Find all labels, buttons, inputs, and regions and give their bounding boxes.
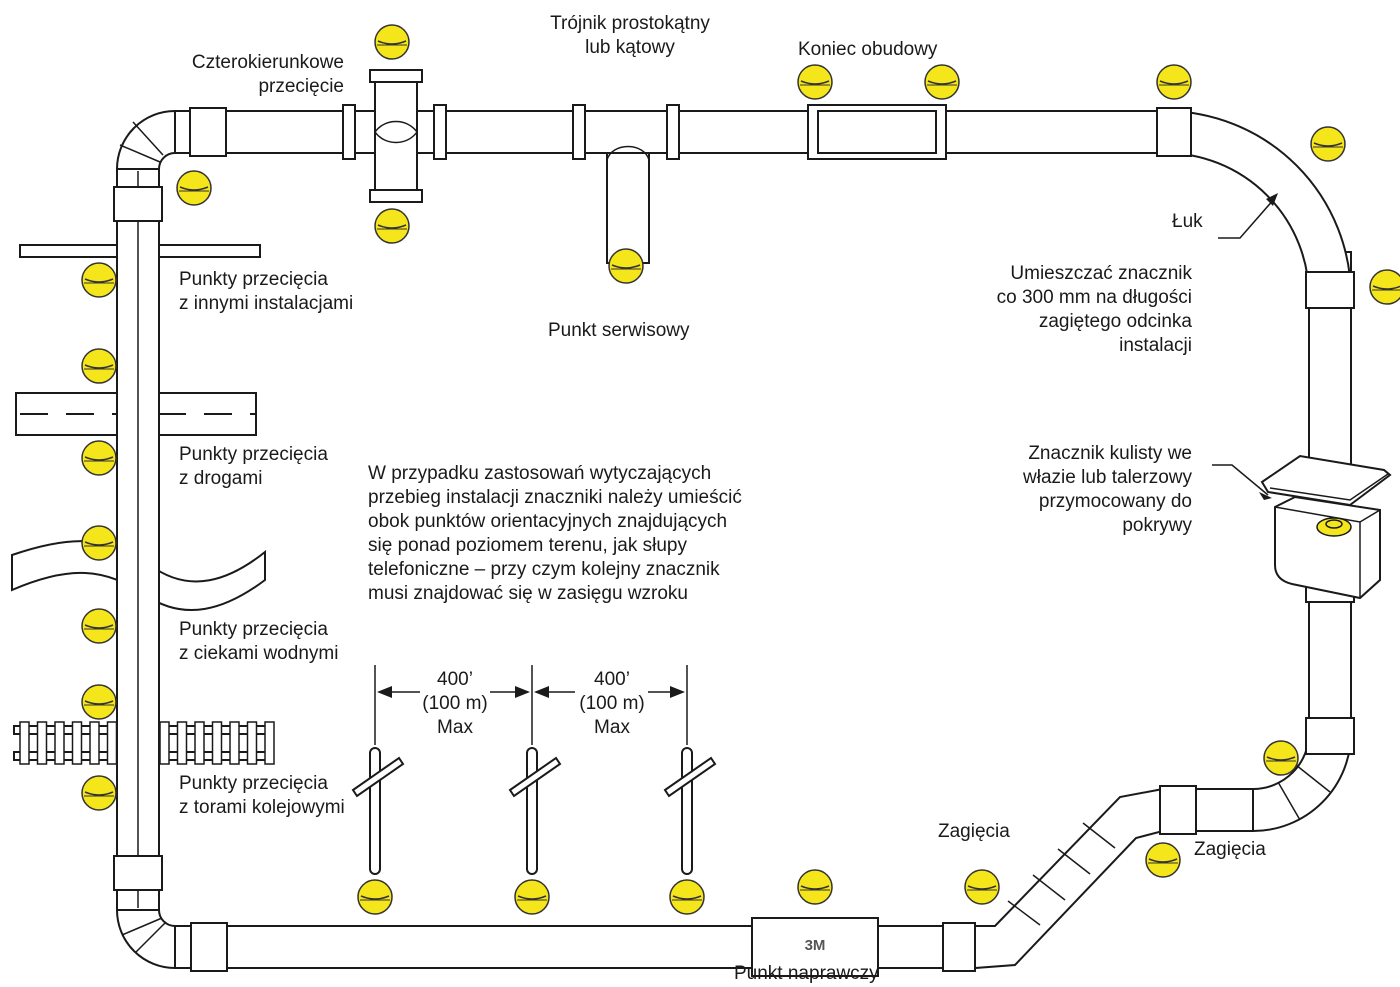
ball-markers	[81, 24, 1400, 915]
label-route-note: W przypadku zastosowań wytyczających prz…	[368, 463, 742, 604]
ball-marker	[81, 775, 117, 811]
ball-marker	[1310, 126, 1346, 162]
label-distance-2: 400’ (100 m) Max	[579, 669, 645, 738]
four-way-fitting	[342, 69, 447, 203]
label-end-of-casing: Koniec obudowy	[798, 39, 938, 60]
telephone-poles	[351, 747, 717, 875]
ball-marker	[797, 64, 833, 100]
ball-marker	[81, 684, 117, 720]
ball-marker	[1263, 740, 1299, 776]
ball-marker	[81, 525, 117, 561]
label-distance-1: 400’ (100 m) Max	[422, 669, 488, 738]
ball-marker	[514, 879, 550, 915]
ball-marker	[81, 348, 117, 384]
tee-fitting	[572, 104, 680, 264]
label-service-point: Punkt serwisowy	[548, 320, 690, 341]
ball-marker	[81, 440, 117, 476]
ball-marker	[964, 869, 1000, 905]
telephone-pole	[663, 747, 717, 875]
casing	[807, 104, 947, 160]
label-road-crossings: Punkty przecięcia z drogami	[179, 444, 328, 489]
manhole-box	[1260, 454, 1392, 600]
label-repair-point: Punkt naprawczy	[734, 963, 879, 984]
label-four-way-crossing: Czterokierunkowe przecięcie	[191, 52, 344, 97]
ball-marker	[176, 170, 212, 206]
3m-logo: 3M	[804, 937, 826, 954]
label-rail-crossings: Punkty przecięcia z torami kolejowymi	[179, 772, 345, 820]
label-waterway-crossings: Punkty przecięcia z ciekami wodnymi	[179, 619, 339, 664]
ball-marker	[1369, 269, 1400, 305]
label-bends-1: Zagięcia	[938, 821, 1010, 842]
ball-marker	[81, 262, 117, 298]
ball-marker	[1145, 842, 1181, 878]
label-arc: Łuk	[1172, 211, 1203, 232]
ball-marker	[1156, 64, 1192, 100]
ball-marker	[81, 608, 117, 644]
ball-marker	[374, 208, 410, 244]
label-arc-spacing: Umieszczać znacznik co 300 mm na długośc…	[996, 263, 1192, 356]
label-utility-crossings: Punkty przecięcia z innymi instalacjami	[179, 269, 354, 314]
ball-marker	[374, 24, 410, 60]
label-ball-marker-manhole: Znacznik kulisty we włazie lub talerzowy…	[1023, 443, 1192, 536]
ball-marker	[924, 64, 960, 100]
ball-marker	[669, 879, 705, 915]
ball-marker	[608, 248, 644, 284]
telephone-pole	[351, 747, 405, 875]
repair-sleeve	[751, 917, 879, 977]
pipe-couplings	[113, 107, 1355, 972]
telephone-pole	[508, 747, 562, 875]
leader-lines	[1212, 193, 1278, 500]
ball-marker	[797, 869, 833, 905]
label-tee-fitting: Trójnik prostokątny lub kątowy	[550, 13, 710, 58]
dimension-lines	[374, 665, 688, 745]
label-bends-2: Zagięcia	[1194, 839, 1266, 860]
ball-marker	[357, 879, 393, 915]
